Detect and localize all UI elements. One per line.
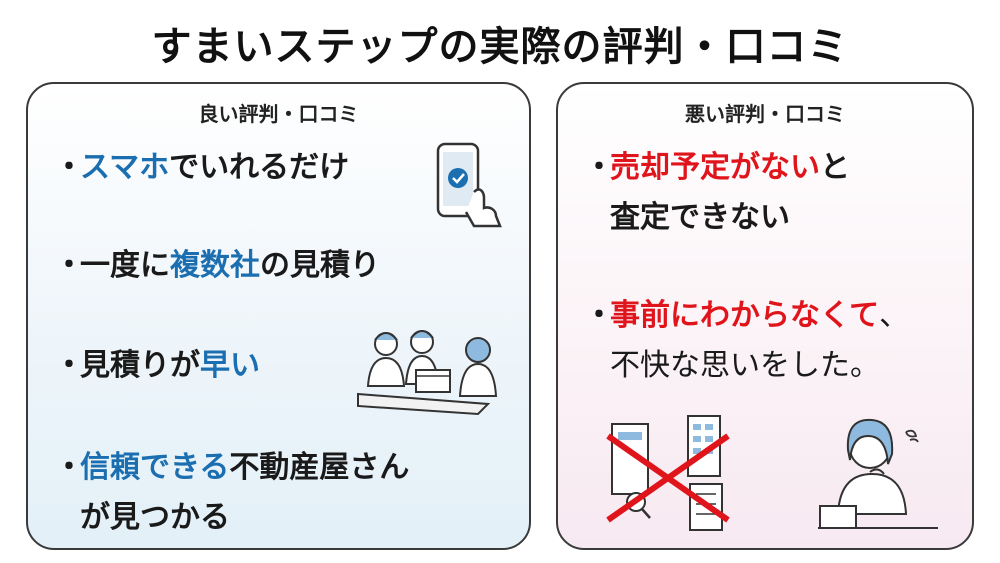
bad-item-1: ・売却予定がないと (584, 150, 850, 185)
worried-person-icon (818, 418, 938, 529)
smartphone-tap-icon (436, 142, 502, 228)
good-reviews-panel: 良い評判・口コミ ・スマホでいれるだけ ・一度に複数社の見積り ・見積りが早い … (26, 82, 531, 550)
good-item-4-line2: が見つかる (80, 500, 230, 535)
bad-reviews-panel: 悪い評判・口コミ ・売却予定がないと 査定できない ・事前にわからなくて、 不快… (556, 82, 974, 550)
page-title: すまいステップの実際の評判・口コミ (151, 24, 849, 70)
bad-item-2-line2: 不快な思いをした。 (610, 348, 880, 383)
good-item-4: ・信頼できる不動産屋さん (54, 450, 410, 485)
good-reviews-header: 良い評判・口コミ (198, 102, 359, 126)
bad-reviews-header: 悪い評判・口コミ (685, 102, 845, 126)
meeting-illustration-icon (357, 330, 498, 416)
good-item-1: ・スマホでいれるだけ (54, 150, 350, 185)
bad-item-2: ・事前にわからなくて、 (584, 298, 910, 333)
bad-item-1-line2: 査定できない (610, 200, 790, 235)
good-item-3: ・見積りが早い (54, 348, 260, 383)
good-item-2: ・一度に複数社の見積り (54, 248, 380, 283)
no-documents-icon (606, 415, 730, 531)
